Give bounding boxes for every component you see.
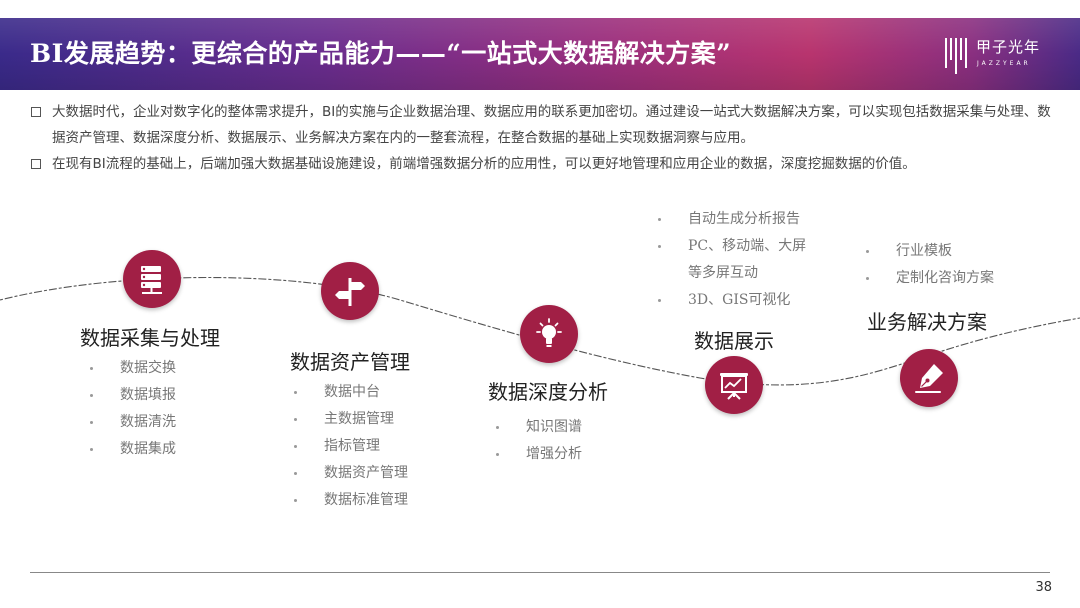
slide-title: BI发展趋势：更综合的产品能力——“一站式大数据解决方案” bbox=[30, 39, 732, 68]
list-item: 数据集成 bbox=[86, 436, 176, 463]
stage-asset-management-node bbox=[321, 262, 379, 320]
stage-items: 数据中台 主数据管理 指标管理 数据资产管理 数据标准管理 bbox=[290, 379, 408, 514]
server-icon bbox=[141, 266, 162, 294]
logo-english-text: JAZZYEAR bbox=[977, 60, 1031, 67]
list-item: 数据资产管理 bbox=[290, 460, 408, 487]
list-item: 增强分析 bbox=[492, 441, 582, 468]
list-item: 3D、GIS可视化 bbox=[654, 287, 806, 314]
list-item: 数据标准管理 bbox=[290, 487, 408, 514]
stage-deep-analysis-node bbox=[520, 305, 578, 363]
stage-title: 数据深度分析 bbox=[488, 380, 608, 404]
brand-logo: 甲子光年 JAZZYEAR bbox=[944, 34, 1048, 76]
stage-business-solution-node bbox=[900, 349, 958, 407]
list-item: 自动生成分析报告 bbox=[654, 206, 806, 233]
page-number: 38 bbox=[1035, 580, 1052, 595]
stage-title: 数据展示 bbox=[694, 329, 774, 353]
stage-title: 数据采集与处理 bbox=[80, 326, 220, 350]
list-item: 主数据管理 bbox=[290, 406, 408, 433]
slide-header: BI发展趋势：更综合的产品能力——“一站式大数据解决方案” 甲子光年 JAZZY… bbox=[0, 18, 1080, 90]
stage-title: 业务解决方案 bbox=[867, 310, 987, 334]
logo-chinese-text: 甲子光年 bbox=[976, 38, 1041, 56]
list-item: PC、移动端、大屏 bbox=[654, 233, 806, 260]
stage-items: 数据交换 数据填报 数据清洗 数据集成 bbox=[86, 355, 176, 463]
list-item: 数据中台 bbox=[290, 379, 408, 406]
footer-divider bbox=[30, 572, 1050, 573]
list-item: 指标管理 bbox=[290, 433, 408, 460]
list-item: 数据填报 bbox=[86, 382, 176, 409]
stage-items: 知识图谱 增强分析 bbox=[492, 414, 582, 468]
jazzyear-logo-icon bbox=[945, 38, 967, 74]
intro-bullet: 在现有BI流程的基础上，后端加强大数据基础设施建设，前端增强数据分析的应用性，可… bbox=[30, 151, 1060, 177]
stage-data-collection-node bbox=[123, 250, 181, 308]
stage-items: 自动生成分析报告 PC、移动端、大屏 等多屏互动 3D、GIS可视化 bbox=[654, 206, 806, 314]
pen-nib-icon bbox=[915, 364, 943, 393]
intro-bullets: 大数据时代，企业对数字化的整体需求提升，BI的实施与企业数据治理、数据应用的联系… bbox=[30, 99, 1060, 177]
list-item-continuation: 等多屏互动 bbox=[688, 265, 758, 281]
intro-bullet: 大数据时代，企业对数字化的整体需求提升，BI的实施与企业数据治理、数据应用的联系… bbox=[30, 99, 1060, 151]
list-item: 数据交换 bbox=[86, 355, 176, 382]
list-item: 定制化咨询方案 bbox=[862, 265, 994, 292]
presentation-board-icon bbox=[720, 373, 748, 400]
stage-items: 行业模板 定制化咨询方案 bbox=[862, 238, 994, 292]
signpost-icon bbox=[335, 278, 365, 306]
intro-text: 大数据时代，企业对数字化的整体需求提升，BI的实施与企业数据治理、数据应用的联系… bbox=[52, 104, 1051, 146]
square-bullet-icon bbox=[31, 107, 41, 117]
stage-title: 数据资产管理 bbox=[290, 350, 410, 374]
stage-data-display-node bbox=[705, 356, 763, 414]
header-sheen bbox=[0, 18, 1080, 90]
square-bullet-icon bbox=[31, 159, 41, 169]
intro-text: 在现有BI流程的基础上，后端加强大数据基础设施建设，前端增强数据分析的应用性，可… bbox=[52, 156, 916, 172]
list-item: 知识图谱 bbox=[492, 414, 582, 441]
list-item: 数据清洗 bbox=[86, 409, 176, 436]
list-item: 行业模板 bbox=[862, 238, 994, 265]
lightbulb-icon bbox=[536, 318, 562, 347]
